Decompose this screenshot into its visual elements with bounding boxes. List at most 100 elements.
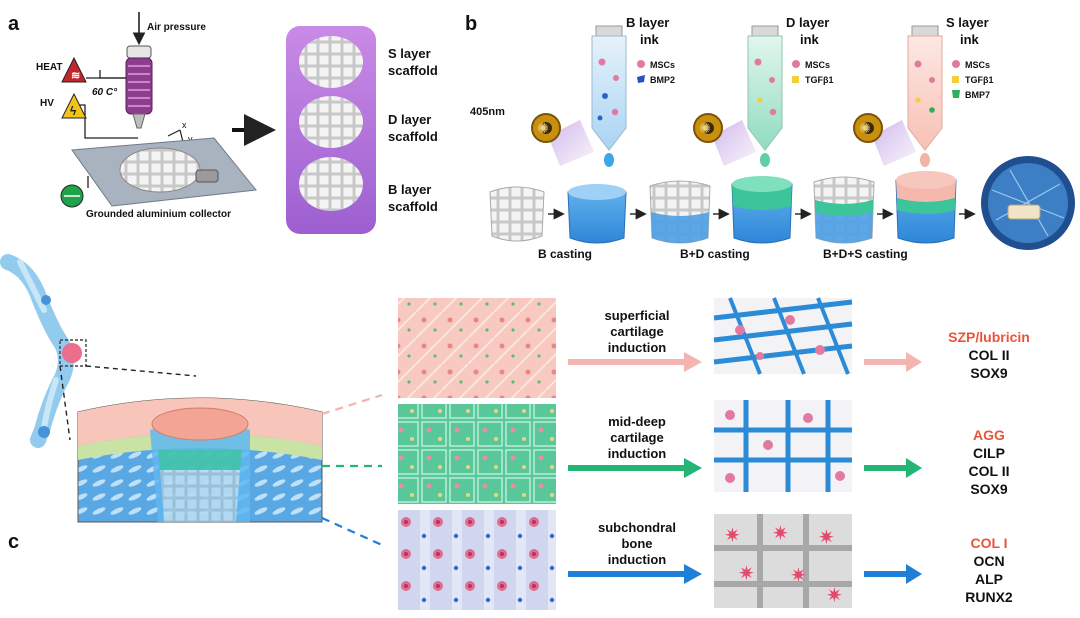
msc-legend-icon [952, 60, 960, 68]
row1-label-2: cartilage [610, 324, 663, 339]
tgfb1-legend-icon [792, 76, 799, 83]
b-ink-line2: ink [640, 32, 660, 47]
b-ink-item-2: BMP2 [650, 75, 675, 85]
b-layer-scaffold-image [299, 157, 363, 211]
knee-skeleton-illustration [0, 254, 87, 448]
connector-superficial [321, 393, 383, 416]
hv-icon: ϟ [70, 104, 77, 118]
s-ink-line1: S layer [946, 15, 989, 30]
panel-a-letter: a [8, 13, 20, 35]
tgfb1-legend-icon [952, 76, 959, 83]
row1-marker-1: SZP/lubricin [948, 329, 1030, 345]
row3-label-1: subchondral [598, 520, 676, 535]
bmp2-legend-icon [637, 75, 645, 83]
printhead-cap [126, 45, 152, 59]
row3-marker-4: RUNX2 [965, 589, 1013, 605]
heat-triangle [61, 56, 87, 83]
scaffold-labels: S layer scaffold D layer scaffold B laye… [388, 46, 438, 214]
heat-icon: ≋ [71, 70, 80, 82]
marker-arrow-middeep [864, 458, 922, 478]
gear-icon: ✺ [859, 120, 871, 136]
osteoblast-icon: ✷ [826, 585, 843, 607]
collector-label: Grounded aluminium collector [86, 209, 231, 220]
casting-sequence [489, 156, 1075, 250]
heat-label: HEAT [36, 62, 62, 73]
row1-label-1: superficial [604, 308, 669, 323]
zoom-line-2 [59, 365, 71, 441]
s-scaffold-line2: scaffold [388, 63, 438, 78]
osteoblast-icon: ✷ [738, 563, 755, 585]
osteoblast-icon: ✷ [772, 523, 789, 545]
middeep-cell-scaffold-image [714, 400, 852, 492]
msc-legend-icon [792, 60, 800, 68]
row1-marker-3: SOX9 [970, 365, 1008, 381]
d-scaffold-line1: D layer [388, 112, 431, 127]
axis-x-label: x [182, 120, 187, 130]
d-ink-line2: ink [800, 32, 820, 47]
s-ink-item-1: MSCs [965, 60, 990, 70]
row2-marker-4: SOX9 [970, 481, 1008, 497]
row3-marker-3: ALP [975, 571, 1003, 587]
knee-zoom-box [59, 339, 87, 367]
uv-lamp-2: ✺ [693, 113, 756, 166]
s-layer-scaffold-image [299, 36, 363, 88]
induction-labels: superficial cartilage induction mid-deep… [598, 308, 676, 567]
implant-top [151, 407, 249, 441]
wavelength-label: 405nm [470, 106, 505, 118]
connector-bone [321, 516, 383, 547]
b-ink-line1: B layer [626, 15, 669, 30]
osteochondral-cross-section [77, 397, 323, 523]
d-layer-scaffold-image [299, 96, 363, 148]
b-ink-item-1: MSCs [650, 60, 675, 70]
superficial-layer-image [398, 298, 556, 398]
row2-marker-3: COL II [969, 463, 1010, 479]
d-layer-ink-syringe [747, 25, 783, 167]
middeep-layer-image [398, 404, 556, 504]
b-scaffold-line2: scaffold [388, 199, 438, 214]
knee-joint-highlight [62, 343, 82, 363]
s-scaffold-line1: S layer [388, 46, 431, 61]
marker-arrow-superficial [864, 352, 922, 372]
d-scaffold-line2: scaffold [388, 129, 438, 144]
middeep-induction-arrow [568, 458, 702, 478]
printed-scaffold-on-plate [119, 147, 201, 193]
gear-icon: ✺ [537, 120, 549, 136]
panel-c-letter: c [8, 531, 19, 553]
row3-label-2: bone [621, 536, 652, 551]
axis-y-label: y [188, 134, 193, 144]
row2-label-2: cartilage [610, 430, 663, 445]
b-scaffold-line1: B layer [388, 182, 431, 197]
s-ink-item-3: BMP7 [965, 90, 990, 100]
uv-lamp-1: ✺ [531, 113, 594, 166]
gear-icon: ✺ [699, 120, 711, 136]
row1-marker-2: COL II [969, 347, 1010, 363]
bone-induction-arrow [568, 564, 702, 584]
bone-cell-scaffold-image: ✷ ✷ ✷ ✷ ✷ ✷ [714, 514, 852, 608]
s-layer-ink-syringe [907, 25, 943, 167]
b-layer-ink-syringe [591, 25, 627, 167]
air-pressure-label: Air pressure [147, 22, 206, 33]
s-ink-line2: ink [960, 32, 980, 47]
row2-marker-1: AGG [973, 427, 1005, 443]
row3-marker-2: OCN [973, 553, 1004, 569]
casting-step-1: B casting [538, 247, 592, 261]
bare-scaffold [489, 186, 545, 242]
casting-step-3: B+D+S casting [823, 247, 908, 261]
row2-label-3: induction [608, 446, 667, 461]
marker-arrow-bone [864, 564, 922, 584]
panel-b-letter: b [465, 13, 477, 35]
subchondral-layer-image [398, 510, 556, 610]
casting-step-2: B+D casting [680, 247, 750, 261]
osteoblast-icon: ✷ [724, 525, 741, 547]
row2-marker-2: CILP [973, 445, 1005, 461]
electrowriting-printer: Air pressure 60 C° ≋ HEAT ϟ HV x y Groun… [36, 12, 257, 220]
osteoblast-icon: ✷ [790, 565, 807, 587]
collector-motor [195, 169, 219, 183]
marker-lists: SZP/lubricin COL II SOX9 AGG CILP COL II… [948, 329, 1030, 605]
row1-label-3: induction [608, 340, 667, 355]
d-ink-item-2: TGFβ1 [805, 75, 834, 85]
bmp7-legend-icon [952, 90, 960, 98]
s-ink-item-2: TGFβ1 [965, 75, 994, 85]
superficial-cell-scaffold-image [713, 297, 853, 375]
superficial-induction-arrow [568, 352, 702, 372]
